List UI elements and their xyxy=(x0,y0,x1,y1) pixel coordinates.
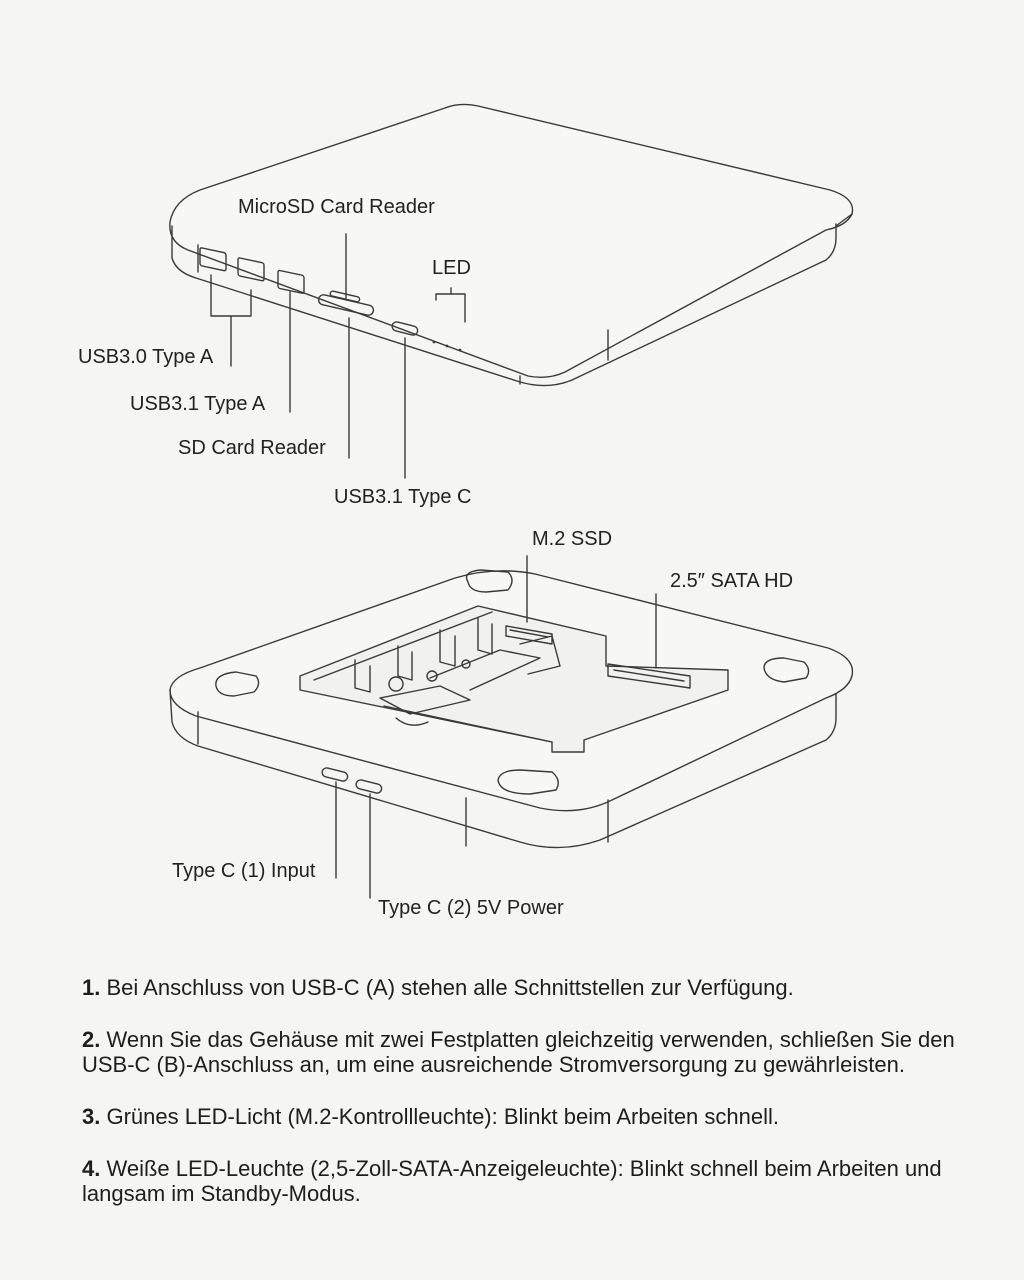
note-number: 2. xyxy=(82,1027,101,1052)
note-text: Grünes LED-Licht (M.2-Kontrollleuchte): … xyxy=(106,1104,779,1129)
hub-device-drawing xyxy=(169,103,854,479)
note-item: 1. Bei Anschluss von USB-C (A) stehen al… xyxy=(82,975,962,1000)
label-sd-card-reader: SD Card Reader xyxy=(178,437,326,459)
usb-c-port-power xyxy=(355,779,383,794)
label-usb31-type-a: USB3.1 Type A xyxy=(130,393,266,415)
label-type-c-power: Type C (2) 5V Power xyxy=(378,897,564,919)
led-dots xyxy=(432,340,462,352)
label-sata-hd: 2.5″ SATA HD xyxy=(670,570,794,592)
usb-a-ports xyxy=(199,247,305,294)
top-leader-lines xyxy=(210,233,466,479)
note-item: 2. Wenn Sie das Gehäuse mit zwei Festpla… xyxy=(82,1027,962,1077)
product-diagram xyxy=(169,103,854,899)
note-item: 4. Weiße LED-Leuchte (2,5-Zoll-SATA-Anze… xyxy=(82,1156,962,1206)
note-item: 3. Grünes LED-Licht (M.2-Kontrollleuchte… xyxy=(82,1104,962,1129)
label-type-c-input: Type C (1) Input xyxy=(172,860,316,882)
note-number: 4. xyxy=(82,1156,101,1181)
label-usb31-type-c: USB3.1 Type C xyxy=(334,486,472,508)
note-text: Bei Anschluss von USB-C (A) stehen alle … xyxy=(106,975,794,1000)
notes-list: 1. Bei Anschluss von USB-C (A) stehen al… xyxy=(82,975,962,1233)
bottom-leader-lines xyxy=(335,555,657,899)
usb-c-port-input xyxy=(321,767,349,782)
internal-ribs xyxy=(354,617,561,726)
usb-c-port-top xyxy=(391,321,419,336)
sata-connector xyxy=(607,663,691,689)
label-m2-ssd: M.2 SSD xyxy=(532,528,613,550)
m2-connector xyxy=(505,625,553,645)
note-number: 1. xyxy=(82,975,101,1000)
label-usb30-type-a: USB3.0 Type A xyxy=(78,346,214,368)
foot-pads xyxy=(215,569,810,795)
label-microsd-card-reader: MicroSD Card Reader xyxy=(238,196,435,218)
label-led: LED xyxy=(432,257,471,279)
enclosure-device-drawing xyxy=(169,555,854,899)
note-text: Weiße LED-Leuchte (2,5-Zoll-SATA-Anzeige… xyxy=(82,1156,942,1206)
note-number: 3. xyxy=(82,1104,101,1129)
note-text: Wenn Sie das Gehäuse mit zwei Festplatte… xyxy=(82,1027,955,1077)
